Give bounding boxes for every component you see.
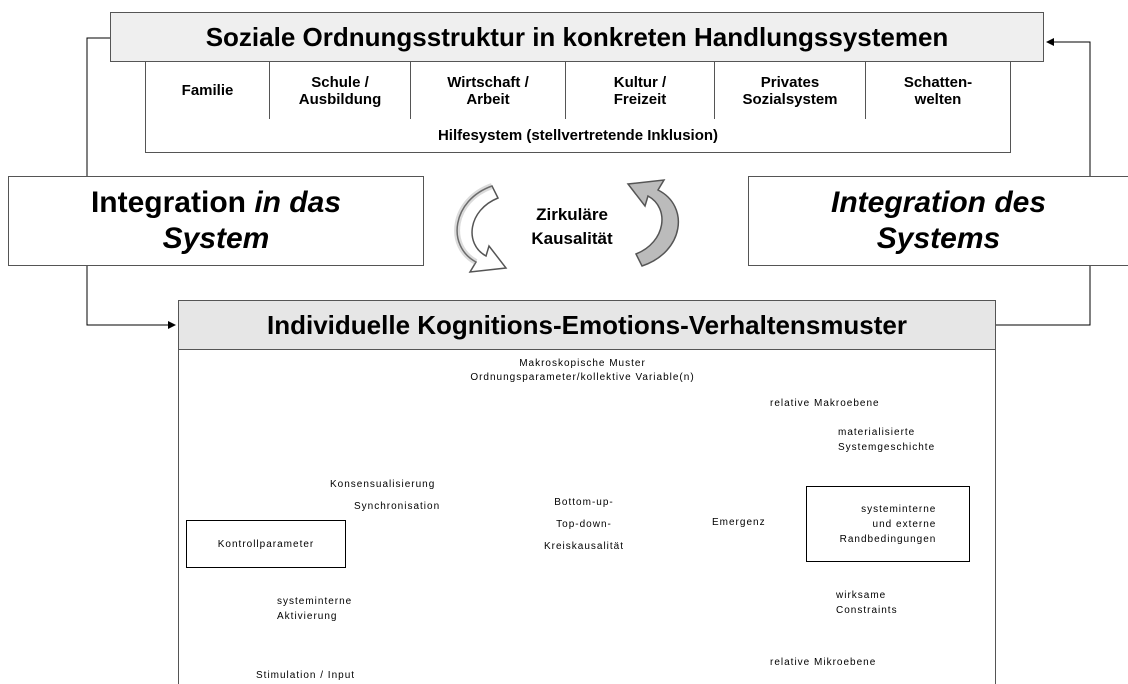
cell-kultur: Kultur / Freizeit: [565, 62, 715, 120]
stimulation-input-label: Stimulation / Input: [256, 670, 356, 681]
integration-left-line1: Integration in das: [91, 185, 341, 221]
integration-left-plain: Integration: [90, 186, 255, 219]
cell-kultur-label: Kultur / Freizeit: [613, 73, 667, 108]
konsensualisierung-label: Konsensualisierung: [330, 479, 436, 490]
wirksame-constraints-label: wirksame Constraints: [836, 590, 898, 616]
cell-wirtschaft-label: Wirtschaft / Arbeit: [447, 73, 529, 108]
zirkulaer-arrow-right: [626, 179, 680, 267]
cell-schatten: Schatten- welten: [865, 62, 1011, 120]
systeminterne-aktivierung-label: systeminterne Aktivierung: [277, 596, 353, 622]
integration-des-systems-box: Integration des Systems: [748, 176, 1128, 266]
cell-privates: Privates Sozialsystem: [714, 62, 866, 120]
macro-caption: Makroskopische Muster Ordnungsparameter/…: [470, 358, 695, 383]
relative-makroebene-label: relative Makroebene: [770, 398, 880, 409]
integration-right-line1: Integration des: [830, 186, 1047, 219]
cell-schatten-label: Schatten- welten: [903, 73, 973, 108]
cell-schule: Schule / Ausbildung: [269, 62, 411, 120]
integration-left-line2: System: [162, 222, 270, 255]
integration-left-italic: in das: [254, 186, 342, 219]
synchronisation-label: Synchronisation: [354, 501, 441, 512]
randbedingungen-label: systeminterne und externe Randbedingunge…: [839, 503, 937, 545]
cell-familie-label: Familie: [181, 82, 234, 99]
top-title: Soziale Ordnungsstruktur in konkreten Ha…: [205, 21, 949, 52]
bottom-title: Individuelle Kognitions-Emotions-Verhalt…: [267, 309, 907, 340]
integration-right-line2: Systems: [876, 222, 1001, 255]
bottom-title-box: Individuelle Kognitions-Emotions-Verhalt…: [178, 300, 996, 350]
relative-mikroebene-label: relative Mikroebene: [770, 657, 877, 668]
kontrollparameter-label: Kontrollparameter: [217, 538, 315, 550]
emergenz-label: Emergenz: [712, 517, 766, 528]
cell-privates-label: Privates Sozialsystem: [742, 73, 838, 108]
hilfesystem-label: Hilfesystem (stellvertretende Inklusion): [437, 127, 719, 144]
cell-wirtschaft: Wirtschaft / Arbeit: [410, 62, 566, 120]
cell-schule-label: Schule / Ausbildung: [298, 73, 382, 108]
kreiskausalitaet-label: Bottom-up- Top-down- Kreiskausalität: [543, 497, 625, 552]
zirkulaer-arrow-left: [456, 185, 508, 273]
kontrollparameter-box: Kontrollparameter: [186, 520, 346, 568]
integration-in-das-system-box: Integration in das System: [8, 176, 424, 266]
zirkulaere-kausalitaet-label: Zirkuläre Kausalität: [531, 205, 613, 248]
top-title-box: Soziale Ordnungsstruktur in konkreten Ha…: [110, 12, 1044, 62]
cell-familie: Familie: [145, 62, 270, 120]
hilfesystem-row: Hilfesystem (stellvertretende Inklusion): [145, 119, 1011, 153]
randbedingungen-box: systeminterne und externe Randbedingunge…: [806, 486, 970, 562]
materialisierte-label: materialisierte Systemgeschichte: [838, 427, 936, 453]
